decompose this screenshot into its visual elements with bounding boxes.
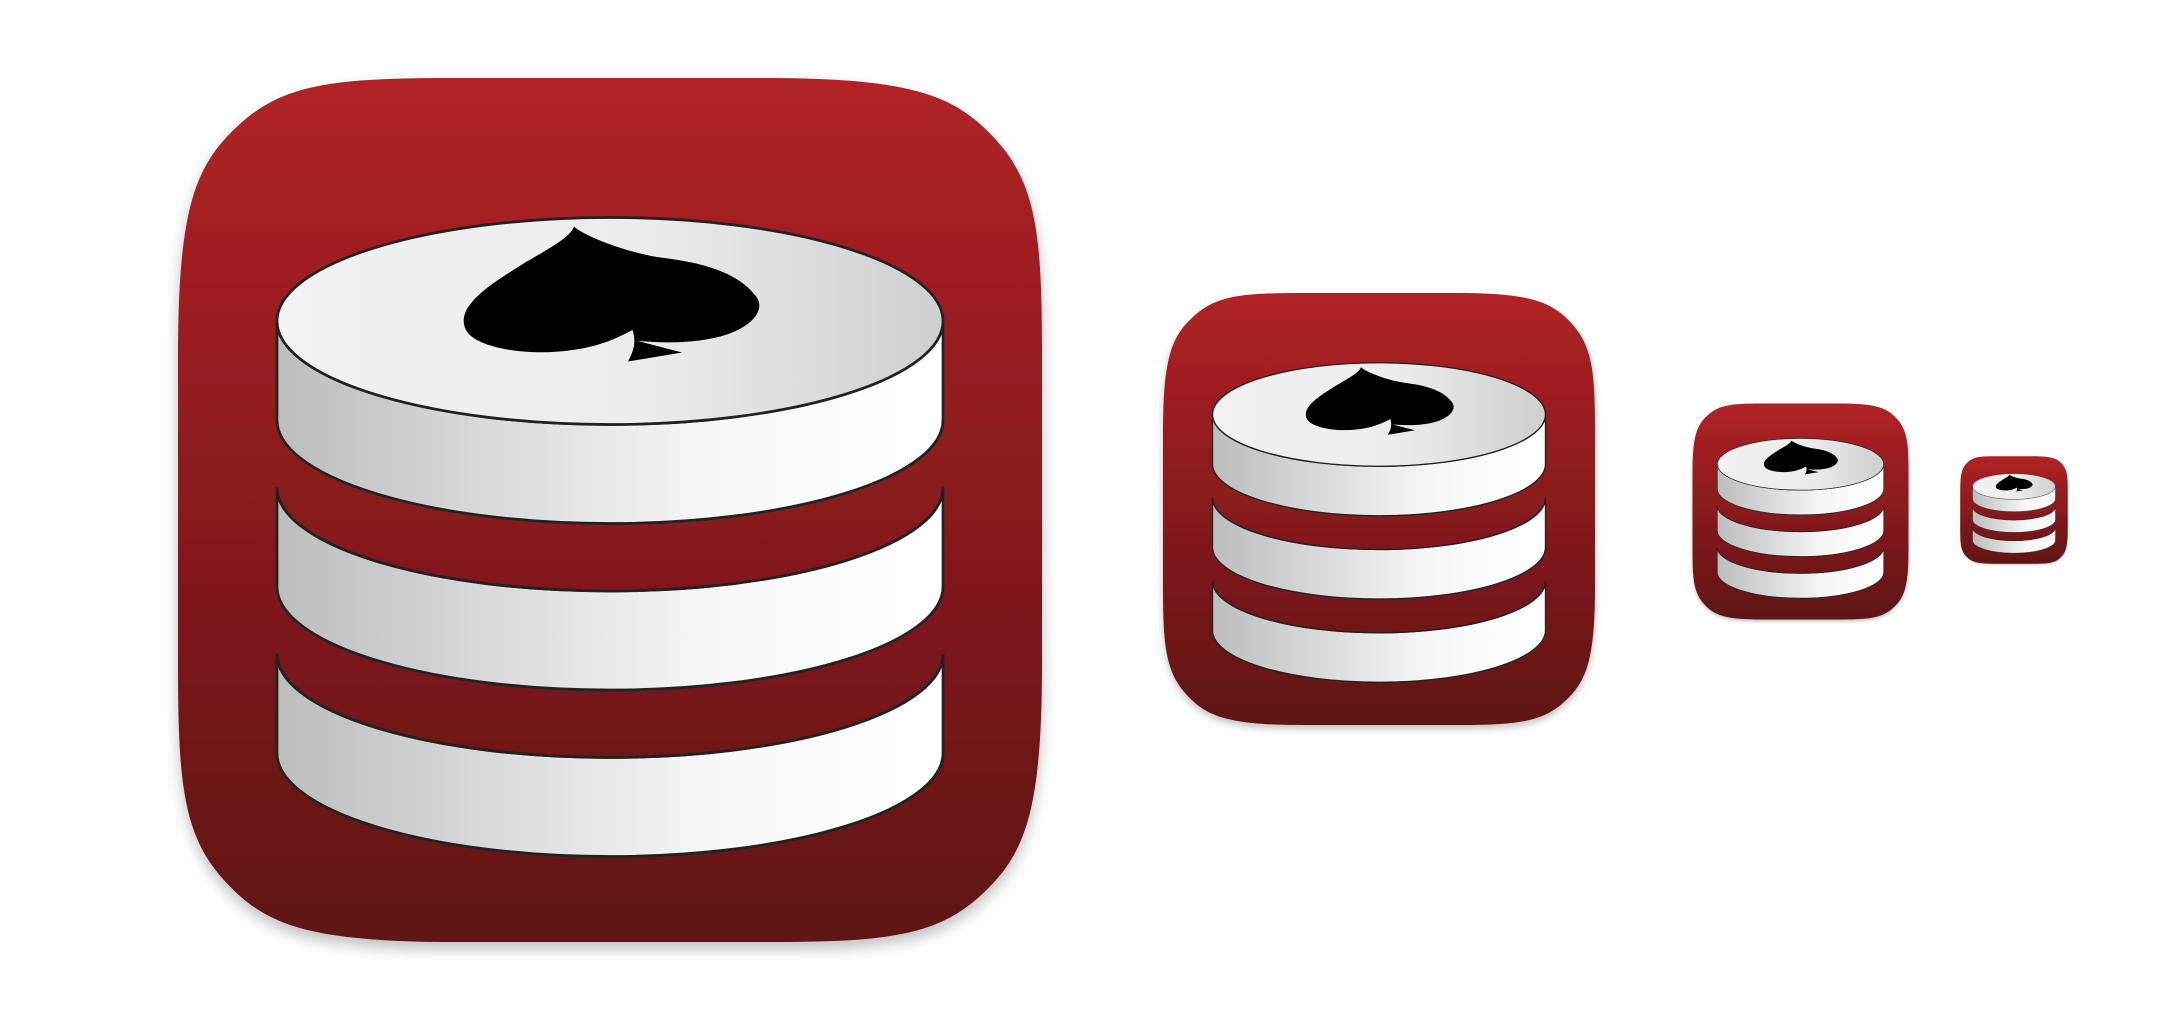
app-icon-small: [1692, 403, 1909, 620]
spade-icon: [1995, 474, 2033, 492]
disk-bottom: [1211, 580, 1547, 683]
app-icon-medium: [1163, 293, 1595, 725]
spade-icon: [463, 226, 760, 362]
spade-icon: [1305, 367, 1454, 435]
disk-bottom: [1716, 547, 1885, 599]
app-icon-large: [178, 78, 1042, 942]
disk-middle: [1716, 505, 1885, 557]
disk-middle: [1972, 507, 2056, 533]
disk-middle: [275, 487, 945, 692]
disk-middle: [1211, 497, 1547, 600]
disk-bottom: [275, 653, 945, 858]
spade-icon: [1763, 440, 1838, 475]
app-icon-tiny: [1960, 456, 2068, 564]
disk-bottom: [1972, 527, 2056, 554]
